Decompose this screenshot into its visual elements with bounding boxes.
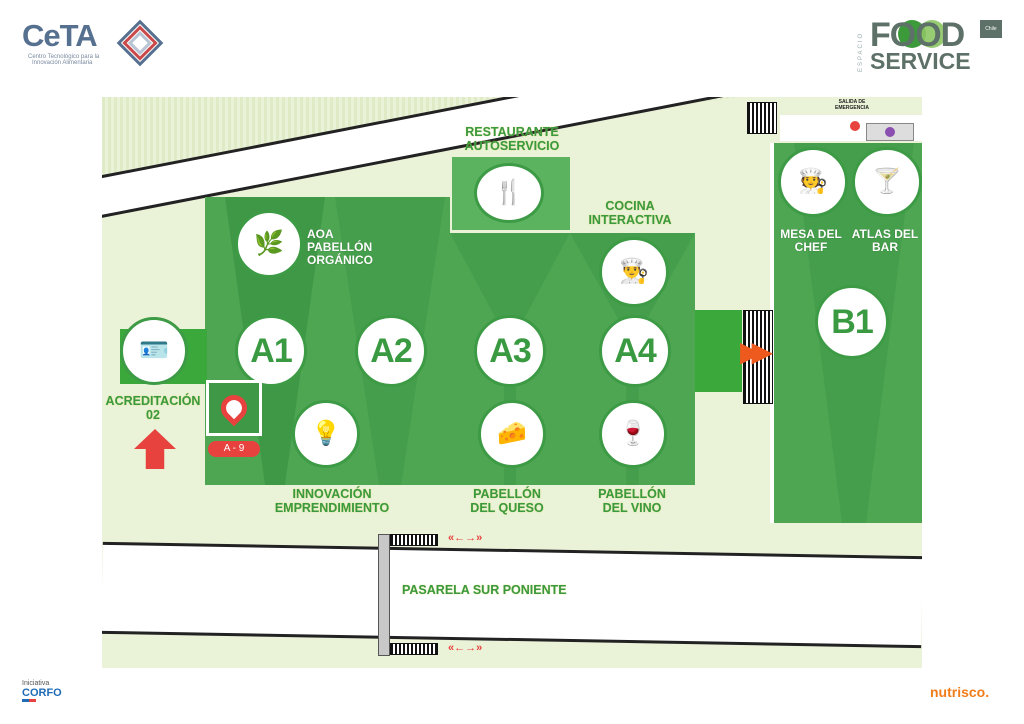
mesa-label: MESA DEL CHEF (780, 227, 842, 254)
emergency-exit-area: SALIDA DE EMERGENCIA (780, 97, 922, 141)
map-pin-icon (215, 389, 253, 427)
stairs-north (747, 102, 777, 134)
vino-label: PABELLÓN DEL VINO (598, 487, 666, 515)
bridge-pillar (378, 534, 390, 656)
atlas-label: ATLAS DEL BAR (851, 227, 919, 254)
cocina-label: COCINA INTERACTIVA (588, 199, 672, 227)
acreditacion-badge-icon: 🪪 (120, 317, 188, 385)
ceta-logo-text: CeTA (22, 18, 98, 53)
logo-vertical-text: ESPACIO (858, 31, 864, 72)
stairs-south-top (390, 534, 438, 546)
logo-circles (898, 20, 948, 48)
chile-badge: Chile (980, 20, 1002, 38)
ceta-subtitle: Centro Tecnológico para la (28, 54, 100, 60)
queso-cheese-icon: 🧀 (478, 400, 546, 468)
logo-word-food: FOOD (870, 16, 965, 54)
vino-wine-icon: 🍷 (599, 400, 667, 468)
iniciativa-label: Iniciativa (22, 680, 50, 687)
stand-a3[interactable]: A3 (474, 315, 546, 387)
ceta-emblem-icon (116, 19, 164, 67)
connector-corridor (695, 310, 742, 392)
innovacion-lightbulb-icon: 💡 (292, 400, 360, 468)
bidirectional-arrow-icon: «←→» (448, 642, 483, 654)
queso-label: PABELLÓN DEL QUESO (470, 487, 544, 515)
acreditacion-label: ACREDITACIÓN 02 (105, 394, 201, 422)
aoa-leaf-icon: 🌿 (235, 210, 303, 278)
marker-label: A - 9 (208, 441, 260, 457)
corfo-text: CORFO (22, 687, 62, 699)
stand-a4[interactable]: A4 (599, 315, 671, 387)
stand-a1[interactable]: A1 (235, 315, 307, 387)
corfo-logo: Iniciativa CORFO (22, 680, 62, 702)
ceta-logo: CeTA Centro Tecnológico para la Innovaci… (22, 18, 167, 73)
entrance-arrow-icon (134, 429, 176, 469)
fire-icon (850, 121, 860, 131)
mesa-chef-hat-icon: 🧑‍🍳 (778, 147, 848, 217)
storage-box (866, 123, 914, 141)
restaurant-cutlery-icon: 🍴 (474, 163, 544, 223)
nutrisco-logo: nutrisco. (930, 684, 990, 700)
emergency-exit-label: SALIDA DE EMERGENCIA (835, 99, 869, 111)
ceta-subtitle: Innovación Alimentaria (32, 60, 93, 66)
food-service-logo: ESPACIO FOOD SERVICE Chile (858, 16, 1010, 76)
location-marker[interactable] (206, 380, 262, 436)
bidirectional-arrow-icon: «←→» (448, 532, 483, 544)
pasarela-label: PASARELA SUR PONIENTE (402, 583, 567, 597)
stairs-south-bottom (390, 643, 438, 655)
innovacion-label: INNOVACIÓN EMPRENDIMIENTO (274, 487, 390, 515)
floor-map: SALIDA DE EMERGENCIA ▶▶ RESTAURANTE AUTO… (102, 97, 922, 668)
stand-b1[interactable]: B1 (815, 285, 889, 359)
logo-word-service: SERVICE (870, 48, 971, 74)
stand-a2[interactable]: A2 (355, 315, 427, 387)
stairs-east (743, 310, 773, 404)
restaurant-label: RESTAURANTE AUTOSERVICIO (464, 125, 560, 153)
cocina-chef-icon: 👨‍🍳 (599, 237, 669, 307)
flag-stripe (22, 699, 36, 702)
atlas-shaker-icon: 🍸 (852, 147, 922, 217)
aoa-label: AOA PABELLÓN ORGÁNICO (307, 227, 373, 267)
direction-arrows-icon: ▶▶ (740, 336, 773, 367)
